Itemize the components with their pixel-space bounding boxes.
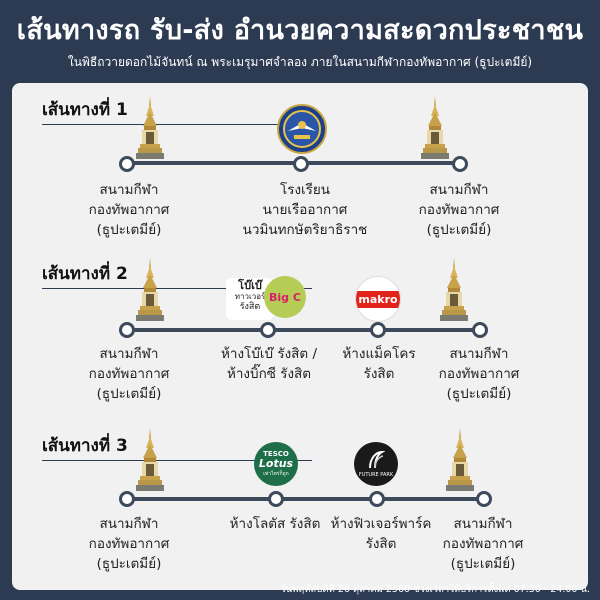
route-1-stop-1 [119, 156, 135, 172]
bobae-logo-text: รังสิต [239, 302, 261, 312]
route-2-stop-4 [472, 322, 488, 338]
lotus-tagline-text: เท่าไหร่ก็ถูก [263, 471, 289, 477]
route-2-stop-3 [370, 322, 386, 338]
route-2-stop-1 [119, 322, 135, 338]
route-3-stop-4 [476, 491, 492, 507]
pavilion-icon [421, 96, 449, 162]
route-3-stop-3 [369, 491, 385, 507]
pavilion-icon [136, 96, 164, 162]
route-1-stop-2-label: โรงเรียน นายเรืออากาศ นวมินทกษัตริยาธิรา… [242, 182, 368, 238]
bobae-logo-text: ทาวเวอร์ [234, 292, 266, 301]
pavilion-icon [136, 258, 164, 324]
route-2-stop-2 [260, 322, 276, 338]
future-park-logo-icon: FUTURE PARK [354, 442, 398, 486]
air-force-academy-emblem-icon [277, 104, 327, 154]
route-3-heading: เส้นทางที่ 3 [42, 432, 312, 461]
route-3-line [126, 497, 484, 501]
route-2-stop-1-label: สนามกีฬา กองทัพอากาศ (ธูปะเตมีย์) [88, 346, 170, 402]
route-3-stop-3-label: ห้างฟิวเจอร์พาร์ค รังสิต [330, 516, 432, 552]
route-2-stop-3-label: ห้างแม็คโคร รังสิต [342, 346, 416, 382]
makro-logo-text: makro [356, 290, 400, 308]
route-3-stop-1-label: สนามกีฬา กองทัพอากาศ (ธูปะเตมีย์) [88, 516, 170, 572]
pavilion-icon [136, 428, 164, 494]
route-3-stop-2 [268, 491, 284, 507]
page-title: เส้นทางรถ รับ-ส่ง อำนวยความสะดวกประชาชน [16, 15, 584, 46]
lotus-logo-text: Lotus [258, 457, 294, 470]
route-1-heading: เส้นทางที่ 1 [42, 96, 312, 125]
big-c-logo-text: Big C [269, 290, 301, 304]
route-1-stop-3-label: สนามกีฬา กองทัพอากาศ (ธูปะเตมีย์) [418, 182, 500, 238]
tesco-lotus-logo-icon: TESCO Lotus เท่าไหร่ก็ถูก [254, 442, 298, 486]
tesco-logo-text: TESCO [263, 450, 289, 458]
header: เส้นทางรถ รับ-ส่ง อำนวยความสะดวกประชาชน … [0, 0, 600, 78]
service-hours-footer: วันพฤหัสบดีที่ 26 ตุลาคม 2560 ช่วงเวลาให… [280, 584, 590, 595]
bobae-logo-text: โบ๊เบ๊ [238, 279, 262, 292]
route-3-stop-1 [119, 491, 135, 507]
route-3-stop-4-label: สนามกีฬา กองทัพอากาศ (ธูปะเตมีย์) [442, 516, 524, 572]
future-park-logo-text: FUTURE PARK [358, 472, 394, 478]
route-3-stop-2-label: ห้างโลตัส รังสิต [229, 516, 321, 532]
big-c-logo-icon: Big C [264, 276, 306, 318]
makro-logo-icon: makro [355, 276, 401, 322]
pavilion-icon [446, 428, 474, 494]
future-park-swirl-icon [369, 450, 386, 469]
pavilion-icon [440, 258, 468, 324]
route-1-stop-1-label: สนามกีฬา กองทัพอากาศ (ธูปะเตมีย์) [88, 182, 170, 238]
route-2-stop-4-label: สนามกีฬา กองทัพอากาศ (ธูปะเตมีย์) [438, 346, 520, 402]
route-2-stop-2-label: ห้างโบ๊เบ๊ รังสิต / ห้างบิ๊กซี รังสิต [220, 346, 318, 382]
route-1-stop-2 [293, 156, 309, 172]
route-1-stop-3 [452, 156, 468, 172]
route-2-line [126, 328, 480, 332]
route-2-heading: เส้นทางที่ 2 [42, 260, 312, 289]
page-subtitle: ในพิธีถวายดอกไม้จันทน์ ณ พระเมรุมาศจำลอง… [67, 55, 533, 69]
